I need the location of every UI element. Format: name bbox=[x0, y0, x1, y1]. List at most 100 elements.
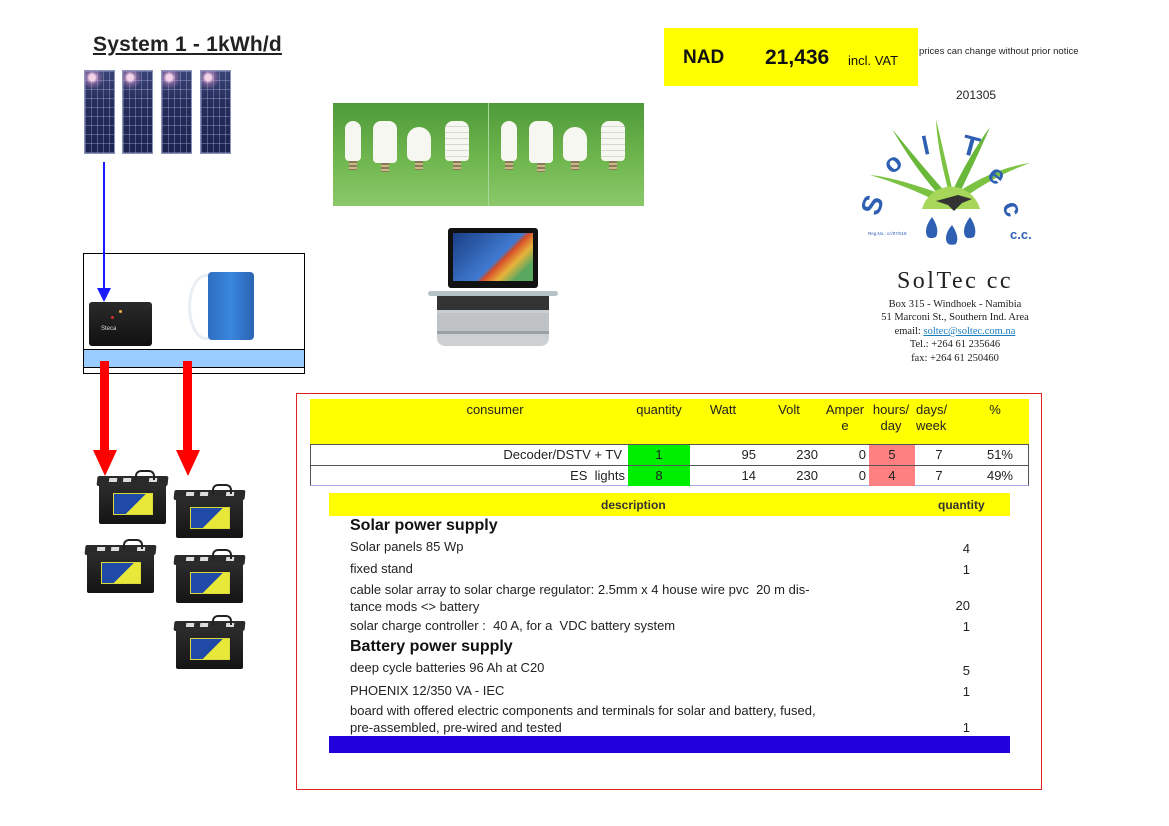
col-header-volt: Volt bbox=[778, 402, 800, 417]
tv-stand bbox=[428, 291, 558, 296]
component-quantity: 1 bbox=[962, 720, 970, 735]
consumer-ampere: 0 bbox=[858, 447, 866, 462]
components-table-header bbox=[329, 493, 1010, 516]
email-link[interactable]: soltec@soltec.com.na bbox=[923, 326, 1016, 337]
consumer-watt: 95 bbox=[741, 447, 756, 462]
svg-text:S: S bbox=[862, 191, 890, 219]
panel-to-controller-arrow bbox=[103, 162, 105, 290]
component-quantity: 1 bbox=[962, 684, 970, 699]
controller-to-battery-arrow bbox=[100, 361, 109, 451]
company-email-line: email: soltec@soltec.com.na bbox=[855, 326, 1055, 337]
specification-frame bbox=[296, 393, 1042, 790]
component-quantity: 4 bbox=[962, 541, 970, 556]
consumer-quantity: 1 bbox=[655, 447, 663, 462]
svg-text:l: l bbox=[919, 130, 932, 161]
arrow-down-icon bbox=[176, 450, 200, 476]
col-header-percent: % bbox=[989, 402, 1001, 417]
section-title-solar: Solar power supply bbox=[350, 517, 498, 534]
page-title: System 1 - 1kWh/d bbox=[93, 33, 282, 56]
consumer-hours: 5 bbox=[888, 447, 896, 462]
col-header-description: description bbox=[601, 498, 666, 512]
col-header-consumer: consumer bbox=[466, 402, 524, 417]
consumer-watt: 14 bbox=[741, 468, 756, 483]
logo-reg-no: Reg.No.: cc/97/018 bbox=[868, 231, 907, 236]
battery-image bbox=[173, 484, 246, 538]
inverter-to-battery-arrow bbox=[183, 361, 192, 451]
soltec-logo: S o l T e c c.c. Reg.No.: cc/97/018 bbox=[862, 119, 1032, 245]
price-amount: 21,436 bbox=[765, 46, 830, 69]
component-description: Solar panels 85 Wp bbox=[350, 539, 464, 554]
svg-text:T: T bbox=[958, 129, 983, 163]
col-header-watt: Watt bbox=[709, 402, 737, 417]
component-quantity: 20 bbox=[955, 598, 970, 613]
solar-panel-image bbox=[84, 70, 115, 154]
consumer-hours: 4 bbox=[888, 468, 896, 483]
price-vat-note: incl. VAT bbox=[848, 53, 899, 68]
col-header-quantity: quantity bbox=[636, 402, 682, 417]
component-description: board with offered electric components a… bbox=[350, 703, 816, 718]
equipment-board-rail bbox=[84, 349, 304, 368]
consumer-volt: 230 bbox=[796, 447, 818, 462]
company-address-line1: Box 315 - Windhoek - Namibia bbox=[888, 299, 1022, 310]
battery-image bbox=[173, 615, 246, 669]
component-description-cont: tance mods <> battery bbox=[350, 599, 480, 614]
battery-image bbox=[173, 549, 246, 603]
solar-panel-image bbox=[200, 70, 231, 154]
component-description: deep cycle batteries 96 Ah at C20 bbox=[350, 660, 545, 675]
consumer-percent: 49% bbox=[986, 468, 1013, 483]
component-description: cable solar array to solar charge regula… bbox=[350, 582, 810, 597]
solar-panel-image bbox=[122, 70, 153, 154]
company-fax: fax: +264 61 250460 bbox=[911, 353, 999, 364]
inverter-image bbox=[208, 272, 254, 340]
document-code: 201305 bbox=[956, 88, 997, 102]
component-description-cont: pre-assembled, pre-wired and tested bbox=[350, 720, 562, 735]
arrow-down-icon bbox=[93, 450, 117, 476]
company-address-line2: 51 Marconi St., Southern Ind. Area bbox=[881, 312, 1029, 323]
price-disclaimer: prices can change without prior notice bbox=[919, 46, 1079, 57]
row-divider bbox=[310, 465, 1029, 466]
price-currency: NAD bbox=[683, 47, 725, 68]
quantity-cell-highlight bbox=[628, 466, 690, 486]
svg-text:c: c bbox=[996, 197, 1029, 221]
consumer-name: ES lights bbox=[570, 468, 625, 483]
component-quantity: 1 bbox=[962, 619, 970, 634]
component-description: PHOENIX 12/350 VA - IEC bbox=[350, 683, 505, 698]
col-header-hours-per-day: hours/day bbox=[872, 402, 910, 433]
energy-saving-bulbs-image bbox=[333, 103, 644, 206]
section-title-battery: Battery power supply bbox=[350, 638, 513, 655]
component-description: solar charge controller : 40 A, for a VD… bbox=[350, 618, 676, 633]
svg-text:e: e bbox=[982, 159, 1012, 191]
consumer-days: 7 bbox=[935, 447, 943, 462]
company-tel: Tel.: +264 61 235646 bbox=[909, 339, 1001, 350]
col-header-days-per-week: days/week bbox=[916, 402, 948, 433]
quantity-cell-highlight bbox=[628, 445, 690, 465]
logo-suffix: c.c. bbox=[1010, 227, 1032, 242]
email-label: email: bbox=[894, 326, 924, 337]
component-description: fixed stand bbox=[350, 561, 413, 576]
component-quantity: 1 bbox=[962, 562, 970, 577]
charge-controller-image: Steca bbox=[89, 302, 152, 346]
svg-text:o: o bbox=[877, 146, 908, 179]
components-table-footer bbox=[329, 736, 1010, 753]
consumer-quantity: 8 bbox=[655, 468, 663, 483]
solar-panel-image bbox=[161, 70, 192, 154]
consumer-volt: 230 bbox=[796, 468, 818, 483]
battery-image bbox=[96, 470, 169, 524]
pelican-icon bbox=[936, 195, 972, 211]
consumer-name: Decoder/DSTV + TV bbox=[503, 447, 622, 462]
component-quantity: 5 bbox=[962, 663, 970, 678]
tv-screen bbox=[453, 233, 533, 281]
company-name: SolTec cc bbox=[896, 268, 1014, 294]
consumer-ampere: 0 bbox=[858, 468, 866, 483]
consumer-percent: 51% bbox=[986, 447, 1013, 462]
decoder-stand-image bbox=[437, 296, 549, 346]
price-box bbox=[664, 28, 918, 86]
hours-cell-highlight bbox=[869, 466, 915, 486]
col-header-component-quantity: quantity bbox=[938, 498, 985, 512]
consumer-table-header bbox=[310, 399, 1029, 444]
consumer-days: 7 bbox=[935, 468, 943, 483]
controller-brand: Steca bbox=[101, 326, 117, 332]
arrow-down-icon bbox=[97, 288, 111, 302]
water-drops-icon bbox=[926, 217, 976, 245]
